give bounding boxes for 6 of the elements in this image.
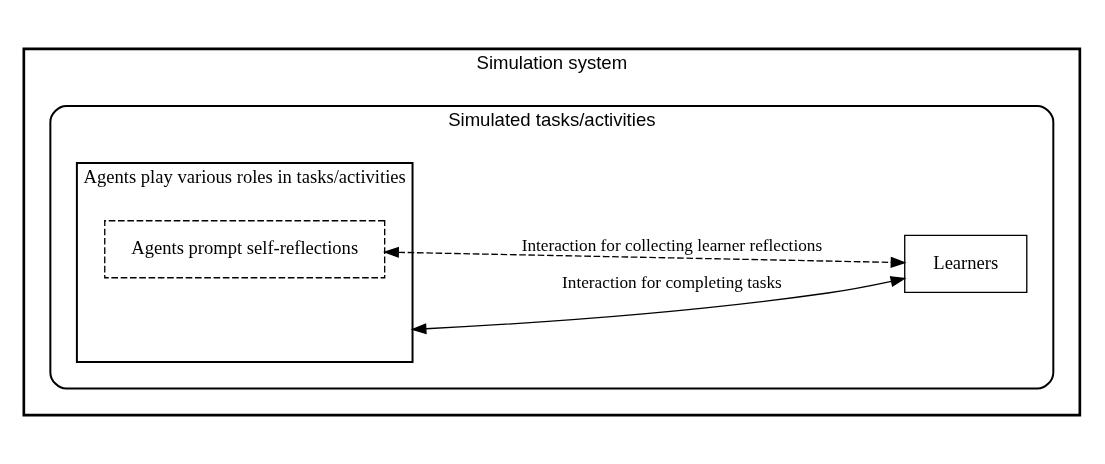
edge-label: Interaction for collecting learner reflections <box>521 236 823 256</box>
arrow <box>382 246 907 268</box>
node-box: Agents prompt self-reflections <box>104 220 386 279</box>
node-box: Learners <box>904 234 1028 294</box>
edge-label: Interaction for completing tasks <box>562 273 782 293</box>
arrow <box>410 276 907 335</box>
